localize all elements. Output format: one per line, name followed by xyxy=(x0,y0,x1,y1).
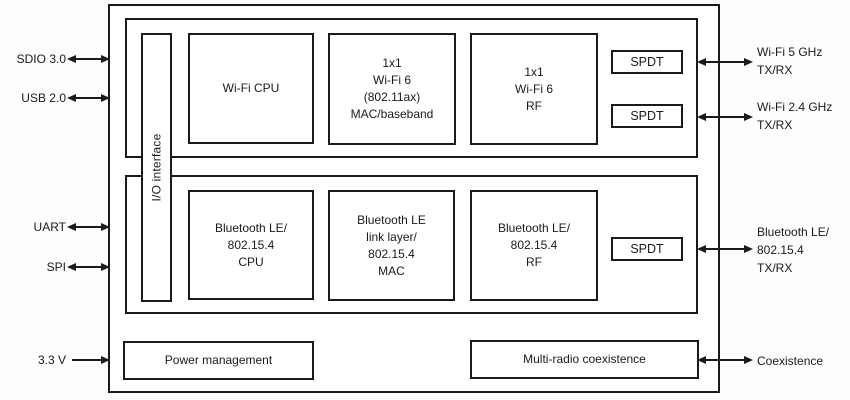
io-interface-label: I/O interface xyxy=(149,133,163,202)
spi-bidirectional-arrow-icon xyxy=(67,263,110,271)
spdt-switch-bt: SPDT xyxy=(611,237,683,261)
sdio-bidirectional-arrow-icon xyxy=(67,55,110,63)
spdt-switch-24ghz: SPDT xyxy=(611,104,683,128)
usb-bidirectional-arrow-icon xyxy=(67,94,110,102)
spdt-label: SPDT xyxy=(630,108,664,123)
spdt-label: SPDT xyxy=(630,54,664,69)
port-label-sdio: SDIO 3.0 xyxy=(16,52,66,66)
io-interface-block: I/O interface xyxy=(141,33,172,302)
power-management-block: Power management xyxy=(123,341,314,380)
bt-cpu-block: Bluetooth LE/ 802.15.4 CPU xyxy=(188,190,314,300)
port-label-uart: UART xyxy=(33,220,66,234)
wifi-rf-block: 1x1 Wi-Fi 6 RF xyxy=(470,33,598,145)
multi-radio-coexistence-label: Multi-radio coexistence xyxy=(523,352,646,366)
bt-rf-label: Bluetooth LE/ 802.15.4 RF xyxy=(497,221,571,269)
wifi-rf-label: 1x1 Wi-Fi 6 RF xyxy=(515,64,553,113)
wifi-5ghz-bidirectional-arrow-icon xyxy=(697,58,753,66)
coexistence-bidirectional-arrow-icon xyxy=(697,356,753,364)
spdt-switch-5ghz: SPDT xyxy=(611,50,683,74)
port-label-bt-txrx: Bluetooth LE/ 802.15.4 TX/RX xyxy=(757,225,830,275)
port-label-3v3: 3.3 V xyxy=(37,353,66,367)
wifi-cpu-label: Wi-Fi CPU xyxy=(222,81,280,95)
wifi-mac-baseband-label: 1x1 Wi-Fi 6 (802.11ax) MAC/baseband xyxy=(350,56,434,121)
port-label-wifi-5ghz: Wi-Fi 5 GHz TX/RX xyxy=(757,45,823,77)
bt-link-layer-mac-block: Bluetooth LE link layer/ 802.15.4 MAC xyxy=(328,190,455,301)
power-management-label: Power management xyxy=(164,353,273,367)
wifi-mac-baseband-block: 1x1 Wi-Fi 6 (802.11ax) MAC/baseband xyxy=(328,33,456,145)
supply-input-arrow-icon xyxy=(72,356,110,364)
uart-bidirectional-arrow-icon xyxy=(67,223,110,231)
bt-link-layer-mac-label: Bluetooth LE link layer/ 802.15.4 MAC xyxy=(357,212,426,278)
bt-cpu-label: Bluetooth LE/ 802.15.4 CPU xyxy=(214,220,288,269)
bt-txrx-bidirectional-arrow-icon xyxy=(697,245,753,253)
port-label-wifi-24ghz: Wi-Fi 2.4 GHz TX/RX xyxy=(757,100,833,132)
port-label-coexistence: Coexistence xyxy=(757,354,824,368)
bt-rf-block: Bluetooth LE/ 802.15.4 RF xyxy=(470,190,598,301)
port-label-usb: USB 2.0 xyxy=(21,91,66,105)
multi-radio-coexistence-block: Multi-radio coexistence xyxy=(470,340,699,379)
wifi-cpu-block: Wi-Fi CPU xyxy=(188,33,314,144)
wifi-24ghz-bidirectional-arrow-icon xyxy=(697,113,753,121)
port-label-spi: SPI xyxy=(46,260,66,274)
spdt-label: SPDT xyxy=(630,241,664,256)
